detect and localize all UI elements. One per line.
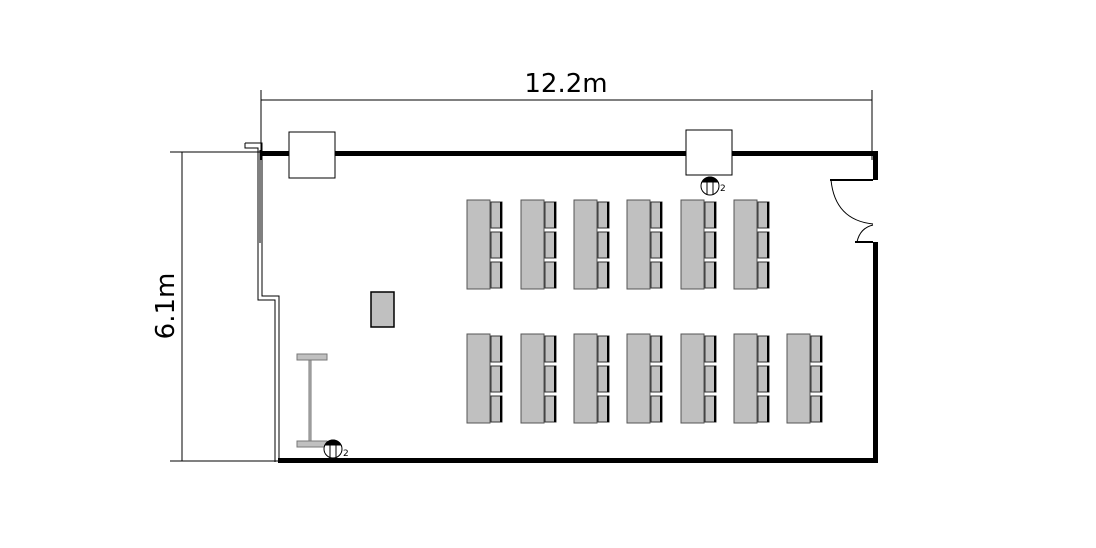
desk [680, 333, 705, 424]
ceiling-unit-1 [288, 131, 336, 179]
desk [520, 333, 545, 424]
camera-icon-2 [700, 176, 720, 196]
camera-label-1: 2 [343, 449, 349, 459]
walls [262, 151, 878, 463]
camera-icon-1 [323, 439, 343, 459]
ceiling-unit-2 [685, 129, 733, 176]
desk [626, 333, 651, 424]
width-dimension [260, 90, 873, 160]
desk [573, 199, 598, 290]
door [830, 179, 874, 243]
desk [680, 199, 705, 290]
depth-dimension [170, 151, 280, 462]
desk [466, 199, 491, 290]
desk [733, 199, 758, 290]
left-wall-partition [244, 142, 280, 462]
desk [573, 333, 598, 424]
desk [520, 199, 545, 290]
desk [626, 199, 651, 290]
desk [466, 333, 491, 424]
camera-label-2: 2 [720, 184, 726, 194]
desks [466, 199, 823, 424]
width-label: 12.2m [524, 69, 607, 99]
whiteboard-stand [296, 353, 328, 448]
desk [786, 333, 811, 424]
desk [733, 333, 758, 424]
depth-label: 6.1m [151, 273, 181, 340]
podium [370, 291, 395, 328]
